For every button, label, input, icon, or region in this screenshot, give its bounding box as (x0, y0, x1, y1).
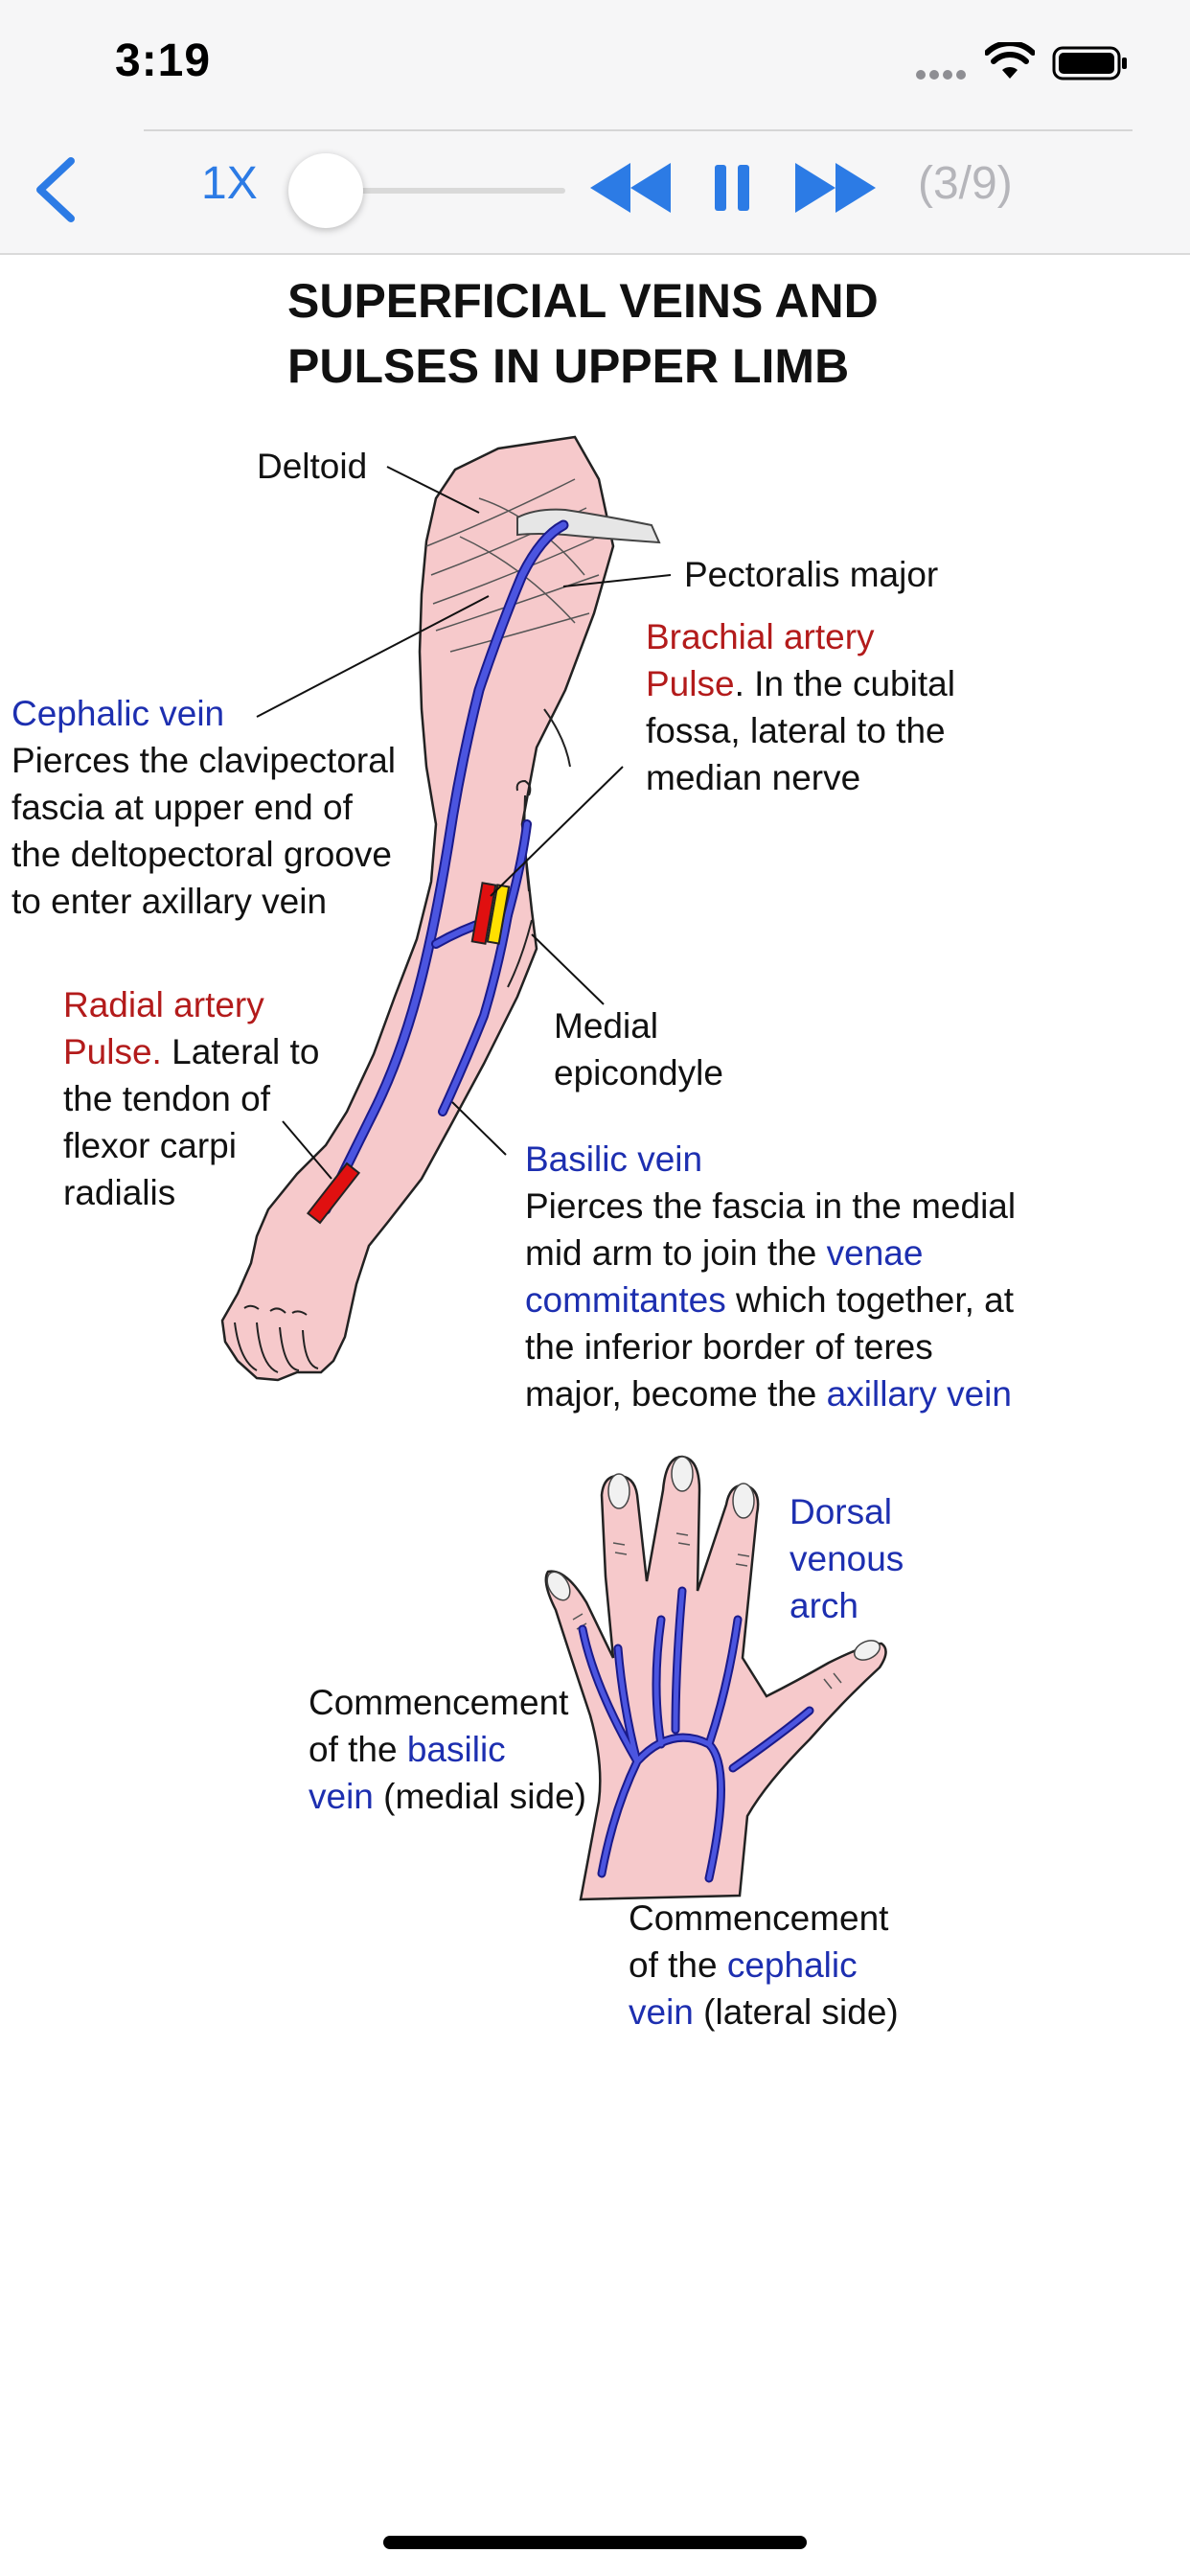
pause-icon[interactable] (711, 161, 753, 215)
page-counter: (3/9) (918, 157, 1013, 210)
cephalic-start-line2-b: cephalic (727, 1945, 858, 1985)
cephalic-start-line2: of the cephalic (629, 1942, 899, 1989)
dorsal-arch-label: Dorsal venous arch (790, 1488, 904, 1629)
toolbar-divider (144, 129, 1133, 131)
basilic-line3-a: commitantes (525, 1280, 726, 1320)
cephalic-start-line2-a: of the (629, 1945, 727, 1985)
cephalic-start-line3: vein (lateral side) (629, 1989, 899, 2036)
basilic-start-line2: of the basilic (309, 1726, 586, 1773)
dorsal-arch-line: Dorsal (790, 1488, 904, 1535)
brachial-line2: fossa, lateral to the (646, 707, 955, 754)
cephalic-start-line3-a: vein (629, 1992, 694, 2032)
cephalic-start-label: Commencement of the cephalic vein (later… (629, 1895, 899, 2036)
basilic-start-line3-b: (medial side) (374, 1777, 586, 1816)
basilic-line2: mid arm to join the venae (525, 1230, 1016, 1276)
basilic-line2-b: venae (827, 1233, 924, 1273)
battery-icon (1052, 46, 1129, 80)
status-time: 3:19 (115, 34, 211, 87)
basilic-line5-b: axillary vein (827, 1374, 1012, 1414)
cephalic-line: to enter axillary vein (11, 878, 396, 925)
brachial-line1-rest: . In the cubital (735, 664, 955, 703)
medial-epicondyle-line: Medial (554, 1002, 723, 1049)
brachial-pulse-word: Pulse (646, 664, 735, 703)
cephalic-line: fascia at upper end of (11, 784, 396, 831)
brachial-artery-name: Brachial artery (646, 613, 955, 660)
back-chevron-icon (27, 155, 84, 224)
basilic-start-line2-a: of the (309, 1730, 407, 1769)
basilic-vein-label: Basilic vein Pierces the fascia in the m… (525, 1136, 1016, 1417)
basilic-line3-b: which together, at (726, 1280, 1014, 1320)
radial-line: radialis (63, 1169, 319, 1216)
pectoralis-label: Pectoralis major (684, 551, 938, 598)
cephalic-start-line1: Commencement (629, 1895, 899, 1942)
dorsal-arch-line: arch (790, 1582, 904, 1629)
medial-epicondyle-label: Medial epicondyle (554, 1002, 723, 1096)
radial-line1: Pulse. Lateral to (63, 1028, 319, 1075)
basilic-start-line2-b: basilic (407, 1730, 506, 1769)
top-bar: 3:19 1X (3/9) (0, 0, 1190, 255)
radial-artery-label: Radial artery Pulse. Lateral to the tend… (63, 981, 319, 1216)
back-button[interactable] (27, 155, 84, 224)
brachial-line1: Pulse. In the cubital (646, 660, 955, 707)
basilic-start-line3-a: vein (309, 1777, 374, 1816)
rewind-icon[interactable] (586, 159, 675, 217)
fast-forward-icon[interactable] (791, 159, 880, 217)
wifi-icon (985, 42, 1035, 80)
deltoid-text: Deltoid (257, 443, 367, 490)
radial-line: flexor carpi (63, 1122, 319, 1169)
brachial-artery-label: Brachial artery Pulse. In the cubital fo… (646, 613, 955, 801)
brachial-line3: median nerve (646, 754, 955, 801)
cephalic-start-line3-b: (lateral side) (694, 1992, 899, 2032)
playback-speed-button[interactable]: 1X (201, 157, 258, 210)
basilic-line3: commitantes which together, at (525, 1276, 1016, 1323)
radial-pulse-word: Pulse. (63, 1032, 162, 1071)
signal-dots-icon (916, 67, 970, 84)
cephalic-line: Pierces the clavipectoral (11, 737, 396, 784)
radial-line1-rest: Lateral to (162, 1032, 320, 1071)
basilic-vein-name: Basilic vein (525, 1136, 1016, 1183)
pectoralis-text: Pectoralis major (684, 551, 938, 598)
basilic-line5: major, become the axillary vein (525, 1370, 1016, 1417)
radial-line: the tendon of (63, 1075, 319, 1122)
cephalic-vein-label: Cephalic vein Pierces the clavipectoral … (11, 690, 396, 925)
progress-slider[interactable] (293, 188, 565, 194)
dorsal-arch-line: venous (790, 1535, 904, 1582)
basilic-start-label: Commencement of the basilic vein (medial… (309, 1679, 586, 1820)
basilic-line5-a: major, become the (525, 1374, 827, 1414)
home-indicator[interactable] (383, 2536, 807, 2549)
progress-thumb[interactable] (288, 153, 363, 228)
radial-artery-name: Radial artery (63, 981, 319, 1028)
basilic-start-line3: vein (medial side) (309, 1773, 586, 1820)
basilic-start-line1: Commencement (309, 1679, 586, 1726)
cephalic-vein-name: Cephalic vein (11, 690, 396, 737)
deltoid-label: Deltoid (257, 443, 367, 490)
cephalic-line: the deltopectoral groove (11, 831, 396, 878)
basilic-line2-a: mid arm to join the (525, 1233, 827, 1273)
basilic-line4: the inferior border of teres (525, 1323, 1016, 1370)
medial-epicondyle-line: epicondyle (554, 1049, 723, 1096)
basilic-line1: Pierces the fascia in the medial (525, 1183, 1016, 1230)
